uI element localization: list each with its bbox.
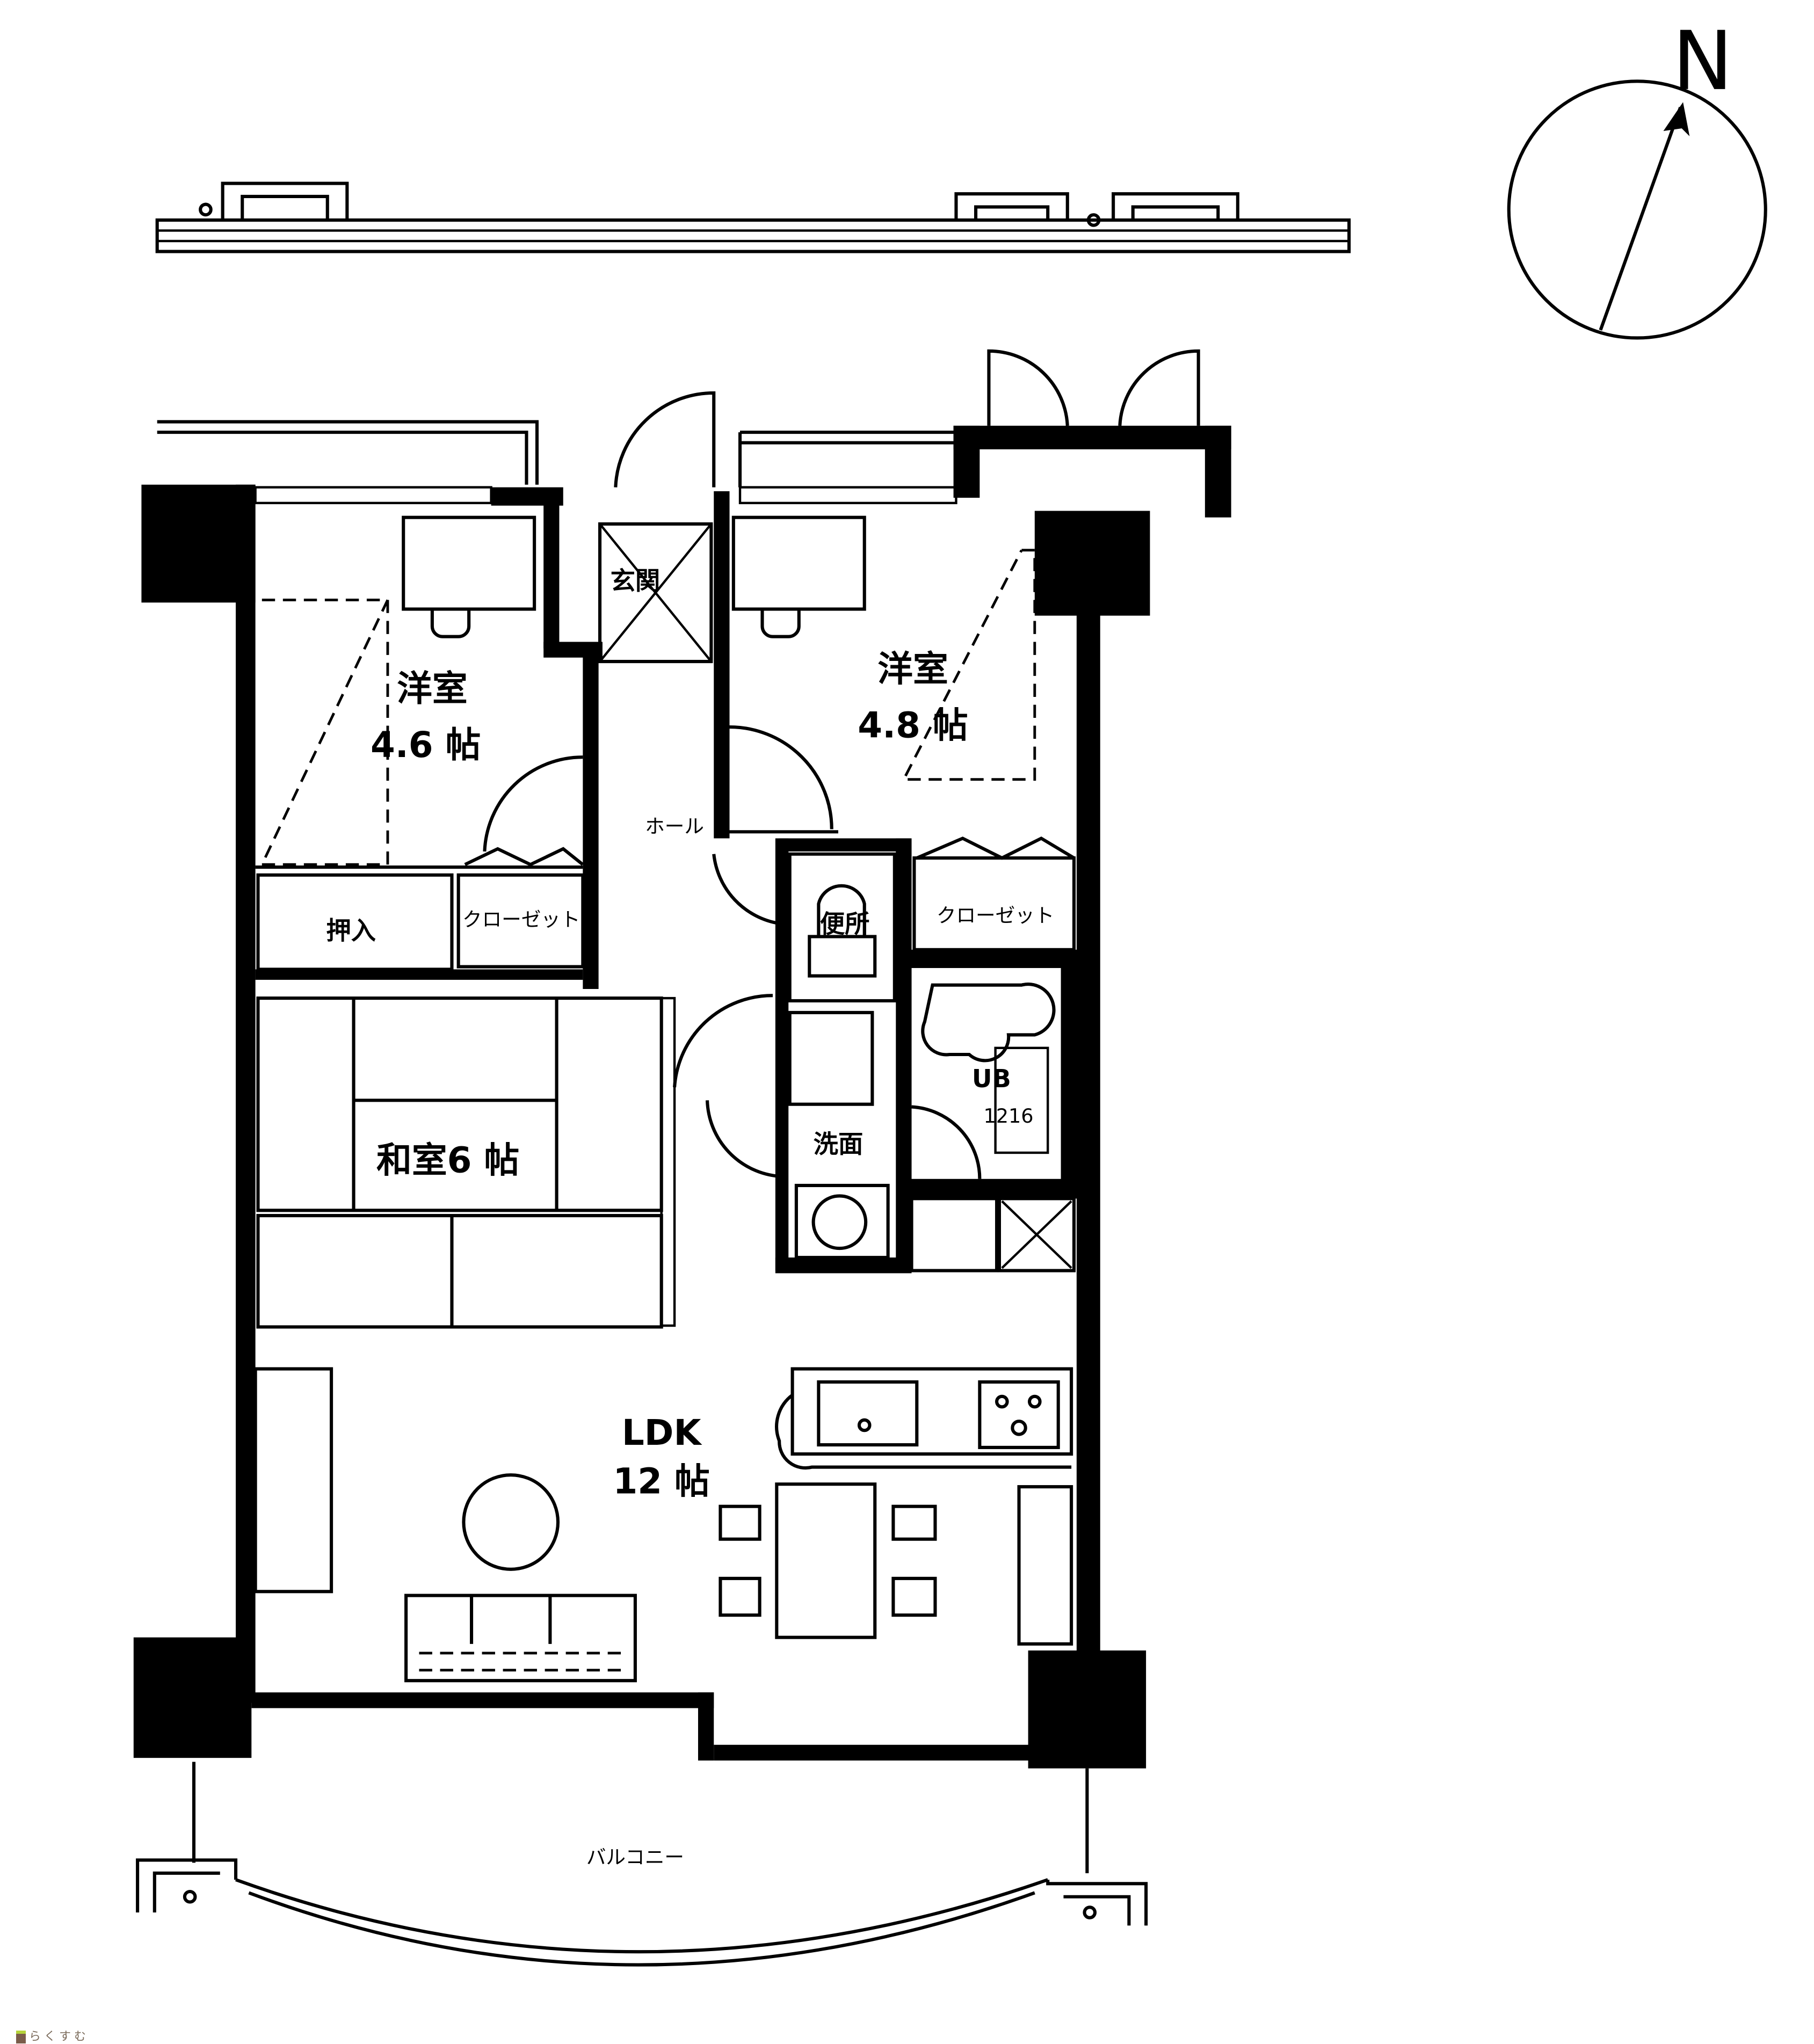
- room-size: 1216: [983, 1104, 1033, 1128]
- room-toilet: 便所: [788, 852, 896, 1003]
- room-hall: ホール: [645, 815, 704, 838]
- north-compass: N: [1507, 14, 1767, 340]
- room-western-2: 洋室 4.8 帖: [729, 515, 1036, 834]
- room-unit-bath: UB 1216: [921, 983, 1056, 1154]
- house-logo-icon: [16, 2031, 26, 2043]
- room-name: 洋室: [397, 668, 468, 709]
- room-name: クローゼット: [937, 904, 1054, 927]
- room-name: 和室6 帖: [376, 1140, 519, 1181]
- north-label: N: [1672, 14, 1733, 108]
- room-western-1: 洋室 4.6 帖: [255, 515, 583, 869]
- round-table: [462, 1473, 560, 1571]
- room-entrance: 玄関: [598, 522, 713, 664]
- room-ldk: LDK 12 帖: [253, 1367, 1073, 1683]
- room-name: 便所: [820, 910, 870, 939]
- room-name: クローゼット: [462, 908, 580, 931]
- dining-table: [775, 1482, 877, 1639]
- room-size: 4.6 帖: [371, 724, 481, 766]
- side-sofa: [253, 1367, 333, 1594]
- room-name: 玄関: [611, 566, 661, 595]
- corridor-railing: [155, 181, 1351, 253]
- watermark-text: らくすむ: [29, 2030, 90, 2043]
- room-name: 洋室: [877, 649, 948, 690]
- room-name: 洗面: [814, 1130, 864, 1159]
- room-name: 押入: [326, 916, 376, 945]
- room-japanese: 和室6 帖: [256, 996, 676, 1329]
- room-oshiire: 押入: [256, 873, 454, 971]
- room-size: 4.8 帖: [858, 705, 968, 746]
- room-closet-2: クローゼット: [912, 856, 1076, 951]
- sofa: [404, 1594, 637, 1683]
- room-washroom: 洗面: [788, 1010, 1076, 1272]
- room-name: UB: [972, 1064, 1011, 1093]
- room-closet-1: クローゼット: [456, 873, 585, 969]
- windows: [157, 420, 1010, 1759]
- room-size: 12 帖: [613, 1460, 709, 1502]
- north-arrow-icon: [1663, 102, 1690, 136]
- watermark: らくすむ: [16, 2027, 89, 2044]
- balcony: バルコニー: [136, 1762, 1148, 1967]
- room-name: バルコニー: [586, 1846, 684, 1869]
- room-name: LDK: [622, 1412, 703, 1453]
